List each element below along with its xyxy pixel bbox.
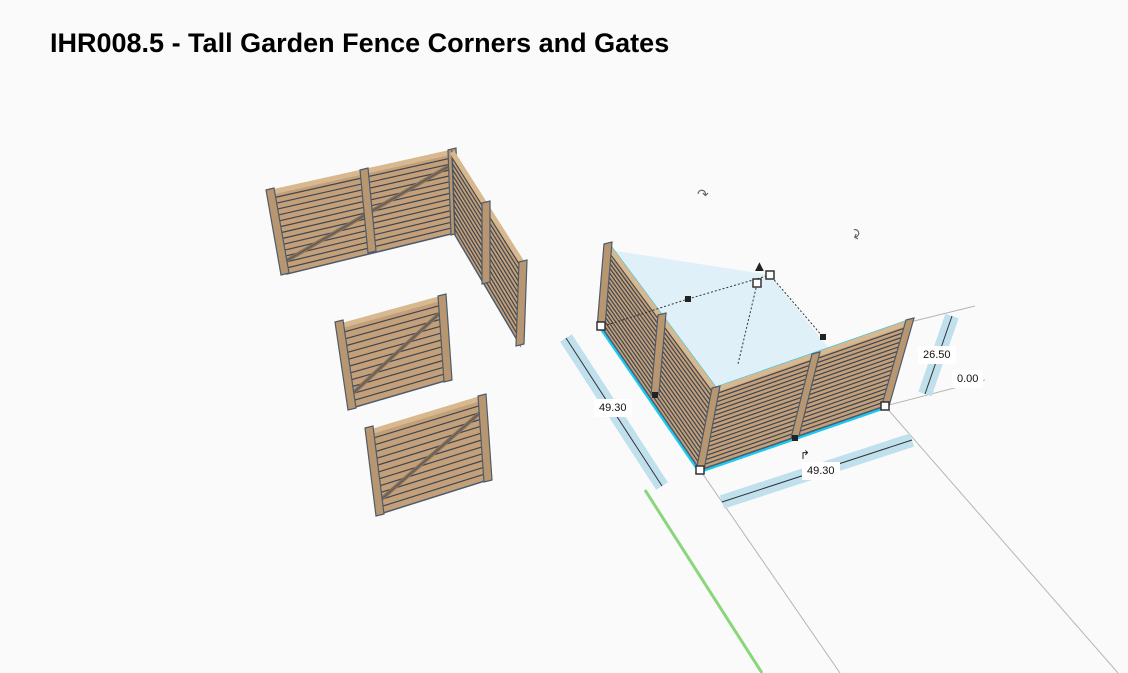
front-length-dimension[interactable]: 49.30	[802, 462, 840, 480]
y-axis-line	[643, 489, 764, 673]
fence-slat-line	[454, 228, 521, 340]
fence-slat-line	[371, 411, 484, 447]
fence-slat-line	[378, 472, 488, 508]
fence-slat-line	[349, 365, 448, 395]
page-title: IHR008.5 - Tall Garden Fence Corners and…	[50, 28, 670, 58]
fence-brace-edge	[378, 409, 484, 503]
fence-post	[477, 393, 493, 483]
midpoint-handle-icon[interactable]	[792, 435, 798, 441]
fence-post	[650, 312, 667, 396]
fence-post	[790, 351, 821, 439]
resize-handles	[596, 270, 890, 475]
resize-handle-icon[interactable]	[752, 278, 762, 288]
fence-slat-line	[350, 372, 448, 402]
fence-slat-line	[346, 345, 446, 375]
fence-brace-edge	[349, 309, 444, 397]
left-length-dimension[interactable]: 49.30	[594, 399, 632, 417]
resize-handle-icon[interactable]	[765, 270, 775, 280]
fence-slat-line	[343, 324, 445, 354]
fence-slat-line	[370, 404, 483, 440]
fence-slat-line	[347, 352, 447, 382]
fence-post	[265, 187, 290, 276]
fence-post	[515, 259, 528, 347]
rotate-arrow-icon[interactable]: ↱	[800, 448, 811, 462]
midpoint-handle-icon[interactable]	[685, 296, 691, 302]
fence-post	[437, 293, 453, 383]
fence-post	[364, 425, 385, 517]
fence-slat-line	[378, 465, 488, 501]
resize-handle-icon[interactable]	[880, 401, 890, 411]
fence-slat-line	[373, 424, 485, 460]
fence-slat-line	[341, 311, 444, 341]
fence-slat-line	[340, 304, 443, 334]
elevation-dimension[interactable]: 0.00	[952, 370, 984, 388]
fence-slat-line	[373, 431, 485, 467]
fence-post	[481, 200, 491, 285]
fence-panel	[339, 295, 449, 409]
fence-slat-line	[376, 452, 487, 488]
fence-top-rail	[339, 295, 443, 329]
fence-panel	[369, 395, 489, 515]
rotate-arrow-icon[interactable]: ↷	[697, 186, 709, 202]
resize-handle-icon[interactable]	[695, 465, 705, 475]
resize-handle-icon[interactable]	[596, 321, 606, 331]
height-dimension[interactable]: 26.50	[918, 346, 956, 364]
workplane-selection-area	[610, 250, 832, 390]
lift-cone-icon[interactable]: ▲	[752, 258, 767, 275]
fence-top-rail	[369, 395, 483, 435]
fence-post	[359, 167, 377, 254]
fence-models	[265, 147, 915, 517]
fence-slat-line	[375, 445, 486, 481]
midpoint-handle-icon[interactable]	[820, 334, 826, 340]
midpoint-handle-icon[interactable]	[652, 392, 658, 398]
fence-post	[334, 319, 357, 411]
fence-slat-line	[344, 331, 445, 361]
